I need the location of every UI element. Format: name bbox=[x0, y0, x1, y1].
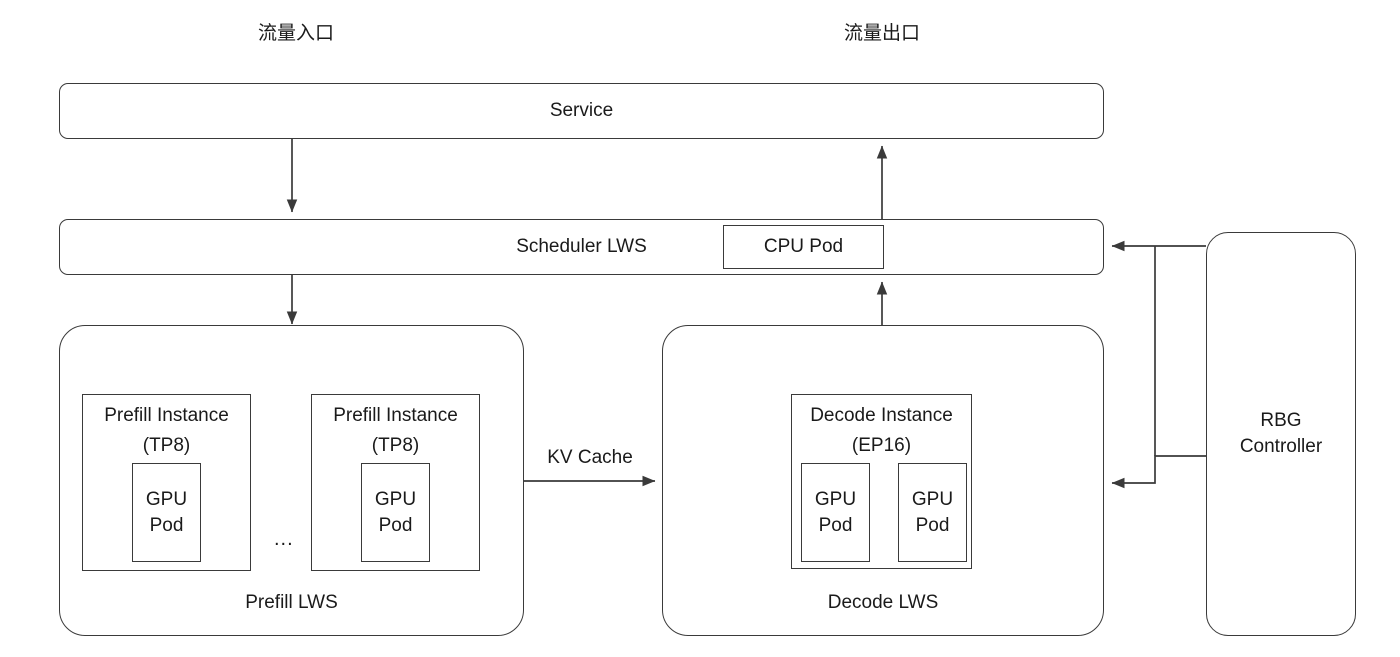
prefill-instance-1-gpu-pod[interactable]: GPU Pod bbox=[132, 463, 201, 562]
decode-lws-container[interactable]: Decode LWS bbox=[662, 325, 1104, 636]
prefill-instance-1-parallelism: (TP8) bbox=[142, 435, 191, 457]
edge-controller-to-decode bbox=[1111, 455, 1206, 489]
decode-instance-1[interactable]: Decode Instance (EP16) GPU Pod GPU Pod bbox=[791, 394, 972, 569]
traffic-inlet-label: 流量入口 bbox=[257, 23, 334, 45]
prefill-instance-2-gpu-pod-label: GPU Pod bbox=[374, 488, 417, 536]
service-label: Service bbox=[549, 100, 614, 122]
prefill-instance-1-gpu-pod-label: GPU Pod bbox=[145, 488, 188, 536]
prefill-instance-2-gpu-pod[interactable]: GPU Pod bbox=[361, 463, 430, 562]
prefill-instance-1[interactable]: Prefill Instance (TP8) GPU Pod bbox=[82, 394, 251, 571]
cpu-pod-box[interactable]: CPU Pod bbox=[723, 225, 884, 269]
decode-lws-label: Decode LWS bbox=[827, 592, 939, 614]
prefill-instance-2-title: Prefill Instance bbox=[333, 405, 458, 427]
kv-cache-label: KV Cache bbox=[547, 447, 633, 469]
prefill-lws-label: Prefill LWS bbox=[245, 592, 338, 614]
prefill-instance-2[interactable]: Prefill Instance (TP8) GPU Pod bbox=[311, 394, 480, 571]
prefill-instances-ellipsis: ... bbox=[274, 528, 294, 550]
rbg-controller-label: RBG Controller bbox=[1239, 410, 1323, 457]
decode-instance-1-gpu-pod-2[interactable]: GPU Pod bbox=[898, 463, 967, 562]
rbg-controller-box[interactable]: RBG Controller bbox=[1206, 232, 1356, 636]
decode-instance-1-gpu-pod-2-label: GPU Pod bbox=[911, 488, 954, 536]
scheduler-lws-label: Scheduler LWS bbox=[516, 236, 647, 258]
decode-instance-1-gpu-pod-1-label: GPU Pod bbox=[814, 488, 857, 536]
decode-instance-1-parallelism: (EP16) bbox=[851, 435, 912, 457]
traffic-outlet-label: 流量出口 bbox=[843, 23, 920, 45]
prefill-instance-2-parallelism: (TP8) bbox=[371, 435, 420, 457]
service-box[interactable]: Service bbox=[59, 83, 1104, 139]
decode-instance-1-gpu-pod-1[interactable]: GPU Pod bbox=[801, 463, 870, 562]
scheduler-lws-box[interactable]: Scheduler LWS bbox=[59, 219, 1104, 275]
prefill-instance-1-title: Prefill Instance bbox=[104, 405, 229, 427]
cpu-pod-label: CPU Pod bbox=[763, 236, 844, 258]
decode-instance-1-title: Decode Instance bbox=[810, 405, 953, 427]
